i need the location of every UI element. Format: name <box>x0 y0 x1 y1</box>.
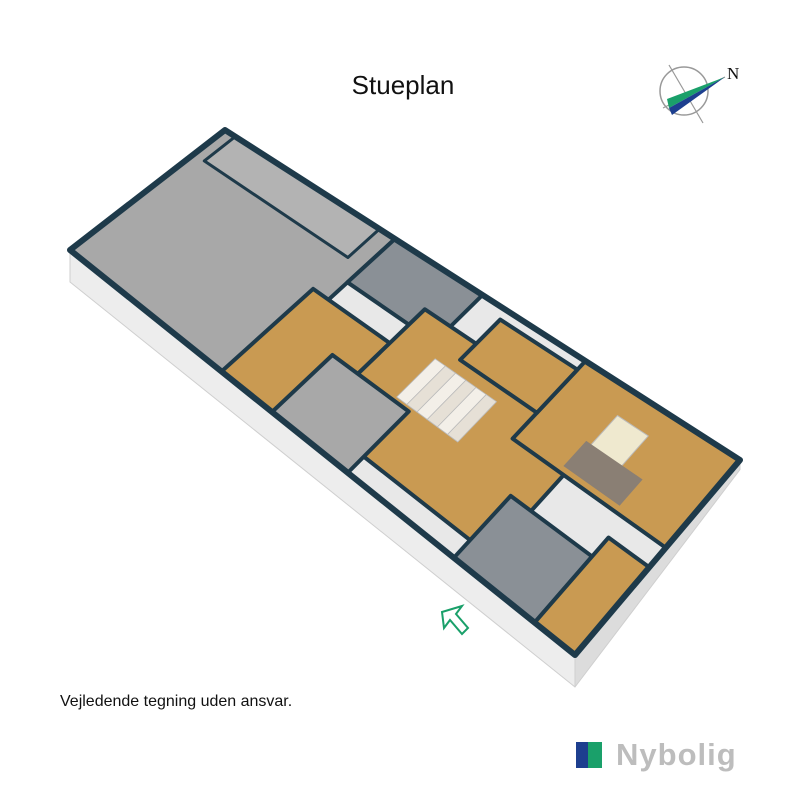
compass-icon: N <box>659 64 739 124</box>
nybolig-logo: Nybolig <box>576 737 737 773</box>
room-bedroom-2 <box>458 317 580 415</box>
entrance-arrow-icon <box>440 604 470 636</box>
exterior-wall-outline <box>67 127 743 658</box>
stair-step <box>447 394 497 443</box>
page-title: Stueplan <box>351 70 455 100</box>
compass-north-label: N <box>727 64 739 83</box>
logo-green-block <box>588 742 602 768</box>
rug <box>563 440 643 506</box>
logo-text: Nybolig <box>616 737 737 772</box>
logo-blue-block <box>576 742 588 768</box>
disclaimer: Vejledende tegning uden ansvar. <box>60 693 293 710</box>
